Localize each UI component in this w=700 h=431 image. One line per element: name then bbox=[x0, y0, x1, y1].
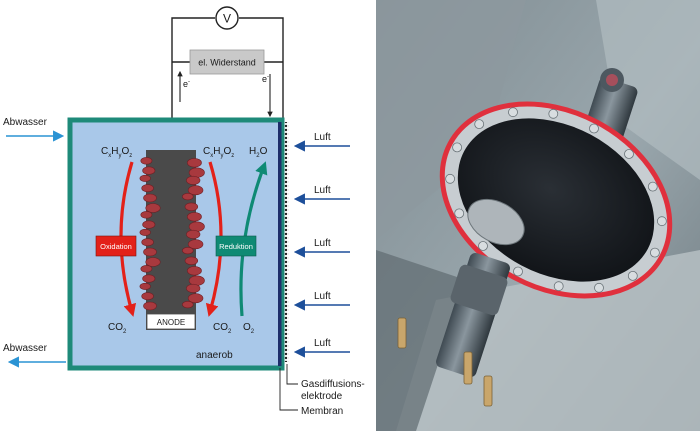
air-label-1: Luft bbox=[314, 132, 331, 143]
resistor: el. Widerstand bbox=[189, 49, 265, 75]
organic-formula-left: CxHyOz bbox=[101, 146, 132, 159]
bacteria-cluster bbox=[141, 238, 154, 247]
bacteria-cluster bbox=[141, 184, 154, 193]
voltmeter: V bbox=[215, 6, 239, 30]
flange-bolt bbox=[548, 108, 559, 119]
bacteria-cluster bbox=[188, 167, 205, 178]
wastewater-outlet: Abwasser bbox=[3, 343, 66, 368]
air-label-4: Luft bbox=[314, 291, 331, 302]
bacteria-cluster bbox=[140, 265, 153, 273]
bacteria-cluster bbox=[142, 274, 156, 283]
bacteria-cluster bbox=[184, 202, 199, 212]
water-formula: H2O bbox=[249, 146, 268, 159]
bacteria-cluster bbox=[182, 301, 194, 309]
bacteria-cluster bbox=[140, 157, 153, 165]
voltmeter-symbol: V bbox=[223, 12, 231, 26]
bacteria-cluster bbox=[143, 247, 157, 257]
bacteria-cluster bbox=[186, 212, 202, 222]
bacteria-cluster bbox=[139, 282, 151, 290]
flange-bolt bbox=[624, 149, 634, 159]
flange-bolt bbox=[452, 142, 462, 153]
flange-bolt bbox=[649, 247, 660, 258]
electron-right-label: e- bbox=[262, 74, 269, 84]
air-label-5: Luft bbox=[314, 338, 331, 349]
bacteria-cluster bbox=[186, 158, 202, 168]
oxidation-label: Oxidation bbox=[100, 242, 132, 251]
flange-bolt bbox=[508, 107, 518, 118]
gas-diffusion-electrode bbox=[283, 122, 289, 362]
air-label-3: Luft bbox=[314, 238, 331, 249]
bacteria-cluster bbox=[145, 257, 161, 267]
gde-label: Gasdiffusions- bbox=[301, 379, 365, 390]
oxidation-badge: Oxidation bbox=[95, 235, 137, 257]
resistor-label: el. Widerstand bbox=[198, 58, 256, 68]
flange-bolt bbox=[647, 181, 658, 192]
reduction-label: Reduktion bbox=[219, 242, 253, 251]
flange-bolt bbox=[513, 266, 523, 277]
bacteria-cluster bbox=[186, 283, 201, 293]
bacteria-cluster bbox=[187, 185, 204, 196]
lower-pipe bbox=[436, 198, 525, 377]
mfc-diagram: V el. Widerstand e- e- ANODE Oxidation bbox=[3, 6, 365, 417]
bacteria-cluster bbox=[142, 166, 156, 175]
air-inflow: Luft Luft Luft Luft Luft bbox=[293, 132, 350, 358]
bacteria-cluster bbox=[187, 239, 204, 250]
flange-bolt bbox=[474, 119, 485, 129]
flange-bolt bbox=[627, 270, 638, 281]
reactor-photo bbox=[376, 0, 700, 431]
bacteria-cluster bbox=[140, 211, 153, 219]
anode-label-box bbox=[146, 313, 196, 330]
bacteria-cluster bbox=[142, 220, 156, 229]
bacteria-cluster bbox=[182, 193, 194, 201]
stand-bolts bbox=[397, 317, 493, 407]
bacteria-cluster bbox=[184, 256, 199, 265]
bacteria-cluster bbox=[186, 229, 201, 239]
flange-bolt bbox=[656, 216, 667, 227]
bacteria-cluster bbox=[182, 247, 194, 255]
co2-right: CO2 bbox=[213, 322, 232, 335]
bacteria-cluster bbox=[143, 193, 157, 203]
flange-bolt bbox=[594, 282, 604, 293]
flange-bolt bbox=[445, 173, 455, 184]
component-leaders bbox=[279, 364, 298, 411]
anode-label: ANODE bbox=[157, 318, 185, 327]
bacteria-cluster bbox=[139, 228, 151, 236]
flange-bolt bbox=[589, 123, 599, 134]
o2-formula: O2 bbox=[243, 322, 255, 335]
gde-label-line2: elektrode bbox=[301, 391, 343, 402]
wastewater-inlet: Abwasser bbox=[3, 117, 65, 142]
membrane-label: Membran bbox=[301, 406, 343, 417]
outlet-label: Abwasser bbox=[3, 343, 48, 354]
bacteria-cluster bbox=[187, 293, 204, 304]
co2-left: CO2 bbox=[108, 322, 127, 335]
flange-bolt bbox=[454, 208, 465, 219]
bacteria-cluster bbox=[143, 301, 157, 311]
anaerob-label: anaerob bbox=[196, 350, 233, 361]
electron-flow: e- e- bbox=[177, 70, 273, 118]
flange-bolt bbox=[478, 241, 488, 251]
bacteria-cluster bbox=[188, 221, 205, 232]
bacteria-cluster bbox=[188, 275, 205, 286]
air-label-2: Luft bbox=[314, 185, 331, 196]
biofilm bbox=[139, 157, 205, 311]
organic-formula-right: CxHyOz bbox=[203, 146, 234, 159]
bacteria-cluster bbox=[141, 292, 154, 301]
reduction-badge: Reduktion bbox=[215, 235, 257, 257]
membrane bbox=[278, 122, 282, 366]
electron-left-label: e- bbox=[183, 79, 190, 89]
bacteria-cluster bbox=[186, 175, 201, 185]
inlet-label: Abwasser bbox=[3, 117, 48, 128]
circuit-wires bbox=[171, 17, 284, 150]
flange-bolt bbox=[553, 281, 564, 292]
bacteria-cluster bbox=[186, 266, 202, 276]
bacteria-cluster bbox=[139, 174, 151, 182]
bacteria-cluster bbox=[145, 203, 161, 213]
